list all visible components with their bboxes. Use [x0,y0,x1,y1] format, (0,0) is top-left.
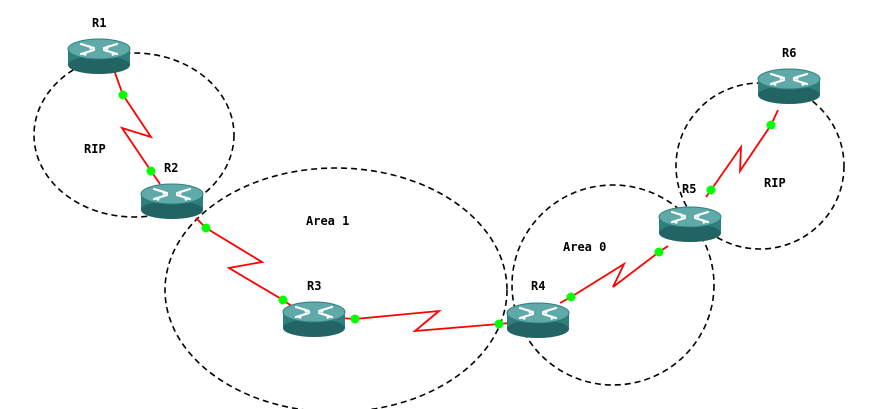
router-r5[interactable] [657,205,723,244]
router-r3[interactable] [281,300,347,339]
area-label-area1: Area 1 [306,214,349,228]
router-r4[interactable] [505,301,571,340]
router-label-r3: R3 [307,279,321,293]
port-r4-r5-a [566,292,576,302]
port-r2-r3-b [278,295,288,305]
router-r2[interactable] [139,182,205,221]
area-boundary-rip-left [33,52,235,218]
area-label-rip-right: RIP [764,176,786,190]
port-r1-r2-b [146,166,156,176]
router-label-r1: R1 [92,16,106,30]
router-r1[interactable] [66,37,132,76]
router-label-r6: R6 [782,46,796,60]
port-r3-r4-b [494,319,504,329]
link-r4-r5 [559,245,669,304]
router-label-r5: R5 [682,182,696,196]
link-r2-r3 [195,217,294,308]
port-r5-r6-b [766,120,776,130]
port-r4-r5-b [654,247,664,257]
port-r5-r6-a [706,185,716,195]
router-r6[interactable] [756,67,822,106]
port-r1-r2-a [118,90,128,100]
area-label-area0: Area 0 [563,240,606,254]
area-label-rip-left: RIP [84,142,106,156]
link-r1-r2 [113,69,161,185]
port-r2-r3-a [201,223,211,233]
router-label-r2: R2 [164,161,178,175]
router-label-r4: R4 [531,279,545,293]
area-boundary-area0 [511,184,715,386]
port-r3-r4-a [350,314,360,324]
area-boundary-area1 [164,167,508,409]
link-r3-r4 [339,309,511,333]
